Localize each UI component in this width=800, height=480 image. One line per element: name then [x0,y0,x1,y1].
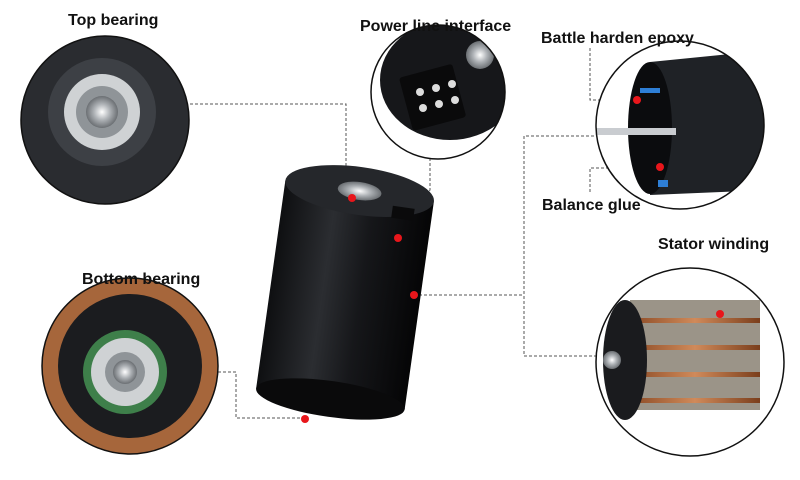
label-power-line: Power line interface [360,18,512,35]
markers [301,96,724,423]
label-balance-glue: Balance glue [542,197,641,214]
top-bearing-closeup [20,35,190,205]
label-stator: Stator winding [658,236,770,253]
motor-body [256,165,434,420]
marker-bottom-bearing [301,415,309,423]
epoxy-closeup [595,40,765,210]
label-epoxy: Battle harden epoxy [541,30,694,47]
marker-top-bearing [348,194,356,202]
bottom-bearing-closeup [41,277,219,455]
marker-epoxy [633,96,641,104]
power-line-closeup [370,24,506,160]
label-bottom-bearing: Bottom bearing [82,271,201,288]
marker-stator [410,291,418,299]
marker-power-line [394,234,402,242]
stator-winding-closeup [595,267,785,457]
marker-balance-glue [656,163,664,171]
label-top-bearing: Top bearing [68,12,159,29]
marker-stator-closeup [716,310,724,318]
